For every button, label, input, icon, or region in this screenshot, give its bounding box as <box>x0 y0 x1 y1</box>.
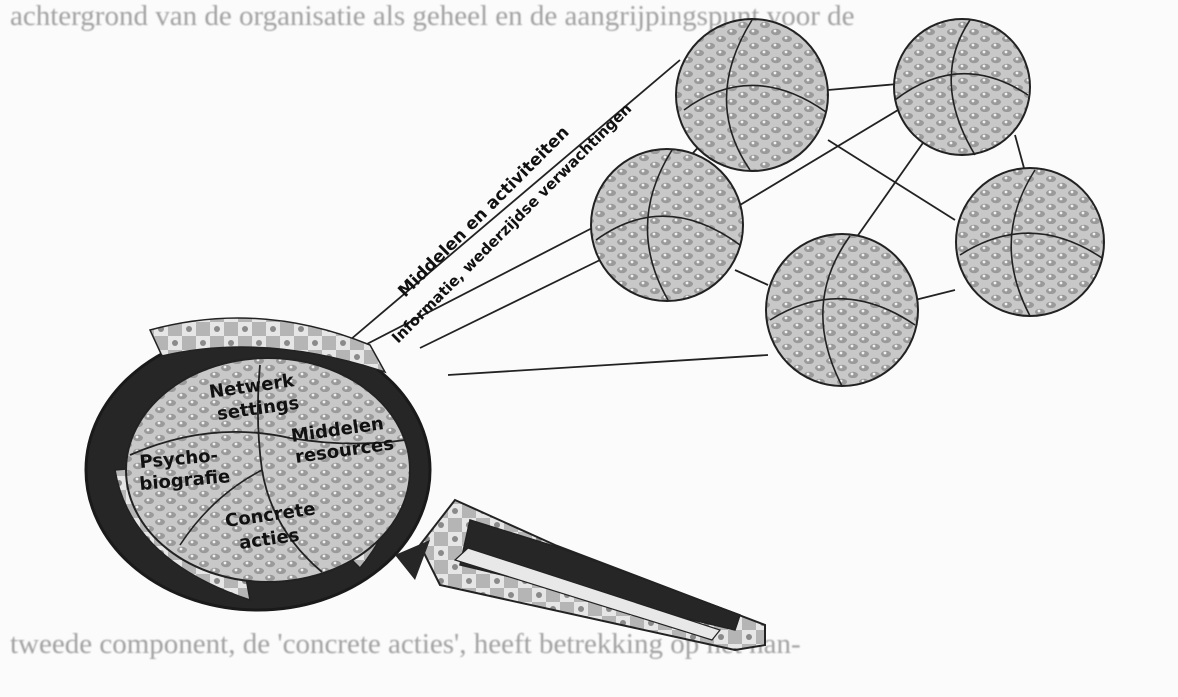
network-node-2 <box>893 18 1031 156</box>
link-1-2 <box>827 83 899 91</box>
ray-top <box>349 59 681 341</box>
network-links <box>667 83 1031 301</box>
ray-bottom <box>447 354 769 376</box>
ray-middle <box>364 224 599 346</box>
link-1-5 <box>827 139 956 221</box>
ray-lower <box>419 259 601 349</box>
magnifier-lens <box>84 317 432 612</box>
link-3-4 <box>734 269 769 286</box>
background-text-top: achtergrond van de organisatie als gehee… <box>10 0 855 32</box>
link-2-3 <box>734 109 899 209</box>
lens-rays <box>349 59 769 376</box>
network-node-1 <box>675 18 829 172</box>
network-node-5 <box>955 167 1105 317</box>
network-node-3 <box>590 148 744 302</box>
arrow-outer-label: Middelen en activiteiten <box>394 122 573 301</box>
magnifier-handle <box>418 498 766 652</box>
network-node-4 <box>765 233 919 387</box>
link-4-5 <box>914 289 956 301</box>
